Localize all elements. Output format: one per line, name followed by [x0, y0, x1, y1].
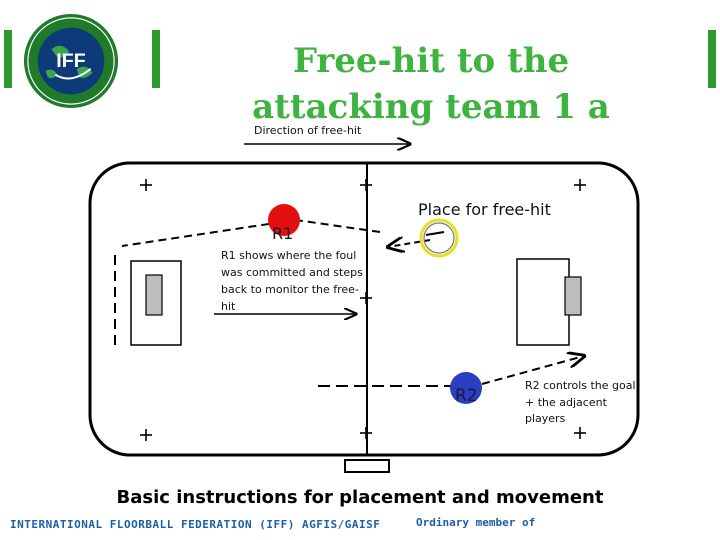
place-label: Place for free-hit — [418, 200, 551, 219]
ball-marker-dash — [425, 231, 445, 236]
r2-label: R2 — [455, 386, 478, 406]
r2-goal-arrow — [481, 356, 584, 385]
right-goal-area — [516, 258, 570, 346]
iff-logo: IFF — [23, 13, 119, 109]
r1-instruction: R1 shows where the foul was committed an… — [221, 249, 363, 313]
bench-box — [344, 459, 390, 473]
ball-to-r1-arrow — [388, 240, 431, 247]
footer-federation: INTERNATIONAL FLOORBALL FEDERATION (IFF)… — [10, 518, 381, 531]
r2-circle — [450, 372, 482, 404]
left-green-bar — [4, 30, 12, 88]
free-hit-place-ring — [419, 218, 459, 258]
rink-boundary — [88, 161, 640, 457]
left-goal — [145, 274, 163, 316]
caption: Basic instructions for placement and mov… — [116, 487, 604, 508]
left-goal-area — [130, 260, 182, 346]
footer-membership: Ordinary member of — [416, 516, 536, 529]
right-goal — [564, 276, 582, 316]
r1-label: R1 — [272, 224, 294, 243]
logo-text: IFF — [56, 50, 85, 72]
left-inner-green-bar — [152, 30, 160, 88]
page-title: Free-hit to the attacking team 1 a — [252, 41, 610, 127]
r2-instruction: R2 controls the goal + the adjacent play… — [525, 379, 636, 425]
right-green-bar — [708, 30, 716, 88]
face-off-marks — [140, 179, 586, 441]
free-hit-place-inner — [423, 222, 455, 254]
r1-path — [121, 221, 283, 247]
r1-circle — [268, 204, 300, 236]
direction-label: Direction of free-hit — [254, 124, 362, 137]
